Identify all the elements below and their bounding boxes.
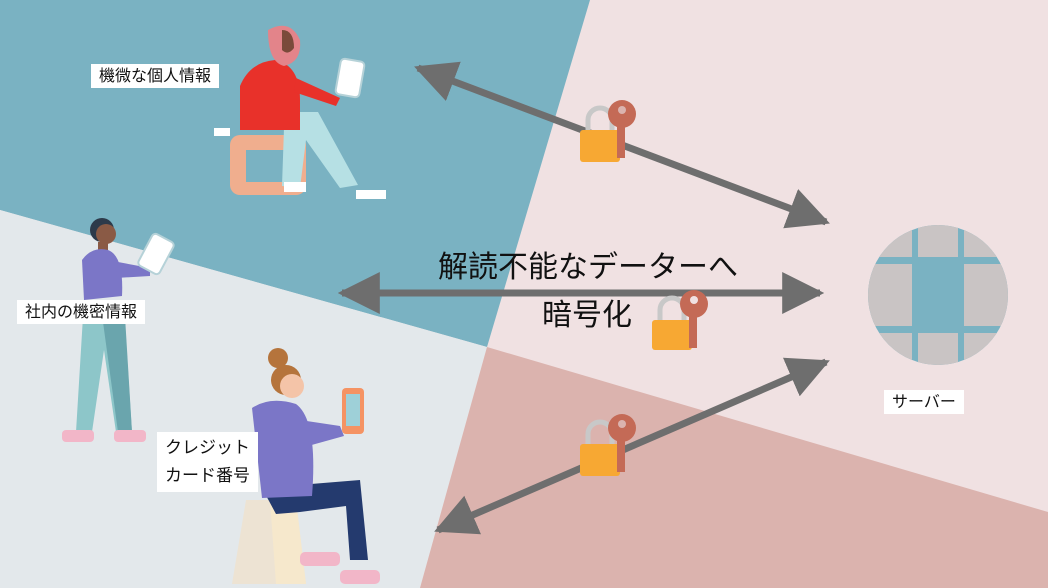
key-icon — [608, 414, 636, 472]
label-internal-confidential-info: 社内の機密情報 — [17, 300, 146, 324]
person-icon — [214, 25, 386, 199]
key-icon — [680, 290, 708, 348]
label-credit-line2: カード番号 — [165, 466, 250, 486]
headline-line2: 暗号化 — [542, 298, 632, 333]
headline-line1: 解読不能なデーターへ — [438, 250, 738, 285]
arrow-bottom — [434, 357, 830, 535]
label-sensitive-personal-info: 機微な個人情報 — [91, 64, 220, 88]
label-credit-card-number: クレジット カード番号 — [157, 432, 258, 492]
label-credit-line1: クレジット — [165, 438, 250, 458]
globe-icon — [868, 225, 1008, 365]
label-server: サーバー — [884, 390, 964, 414]
key-icon — [608, 100, 636, 158]
person-icon — [62, 218, 175, 442]
person-icon — [232, 348, 380, 584]
